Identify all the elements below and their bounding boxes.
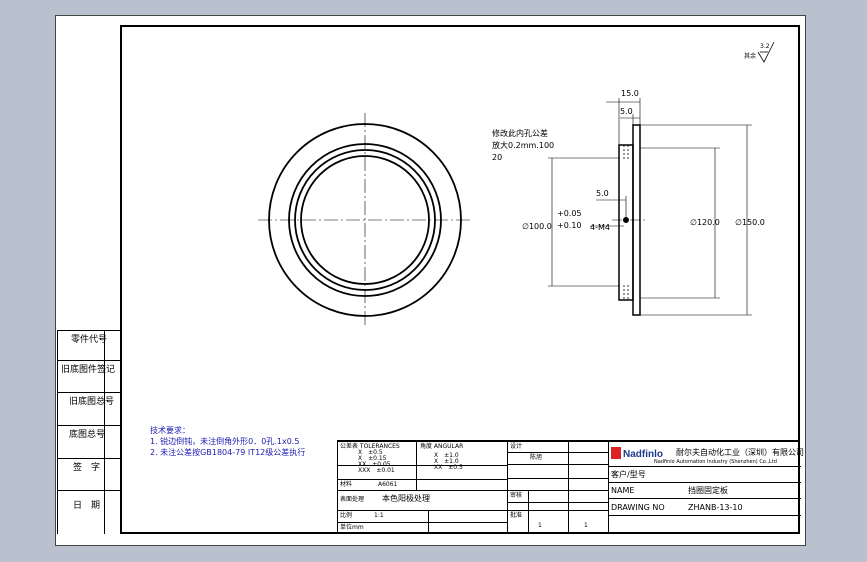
company-name: 耐尔夫自动化工业（深圳）有限公司 [676, 448, 804, 457]
roughness-label: 其余 [744, 52, 756, 60]
tech-req-line: 1. 锐边倒钝，未注倒角外形0．0孔.1x0.5 [150, 437, 300, 446]
name-label: NAME [611, 486, 635, 495]
material-value: A6061 [378, 481, 398, 488]
side-view [548, 41, 775, 316]
drawing-no: ZHANB-13-10 [688, 503, 743, 512]
dim-5a: 5.0 [620, 107, 633, 116]
qty-value: 1 [538, 522, 542, 529]
ang-row: X ±1.0 [434, 458, 459, 465]
front-view [258, 113, 472, 327]
left-row-label: 旧底图件签记 [61, 365, 116, 375]
dim-tol-low: +0.10 [557, 221, 582, 230]
left-row-label: 签 字 [73, 463, 101, 473]
unit-label: 单位 [340, 524, 353, 531]
tech-req-title: 技术要求： [150, 426, 190, 435]
technical-requirements: 技术要求： 1. 锐边倒钝，未注倒角外形0．0孔.1x0.5 2. 未注公差按G… [150, 425, 305, 458]
dim-15: 15.0 [621, 89, 639, 98]
unit-value: mm [352, 524, 364, 531]
left-row-drawing-no: 底图总号 [57, 425, 120, 455]
company-en: Nadfinlo Automation Industry (Shenzhen) … [654, 459, 777, 465]
left-row-old-drawing-no: 旧底图总号 [57, 392, 120, 422]
left-block-divider [104, 330, 121, 534]
tol-row: X ±0.15 [358, 455, 387, 462]
scale-value: 1:1 [374, 512, 384, 519]
dim-dia100: ∅100.0 [522, 222, 552, 231]
sheet-value: 1 [584, 522, 588, 529]
left-row-label: 底图总号 [69, 430, 106, 440]
finish-value: 本色阳极处理 [382, 494, 430, 503]
dim-dia150: ∅150.0 [735, 218, 765, 227]
side-note-1: 修改此内孔公差 [492, 128, 548, 138]
left-block-edge [57, 330, 58, 534]
left-row-label: 日 期 [73, 501, 101, 511]
design-label: 设计 [510, 443, 523, 450]
ang-header: 角度 ANGULAR [420, 443, 464, 450]
left-row-part-code: 零件代号 [57, 330, 120, 360]
left-row-label: 旧底图总号 [69, 397, 115, 407]
scale-label: 比例 [340, 512, 353, 519]
dim-tol-up: +0.05 [557, 209, 582, 218]
tech-req-line: 2. 未注公差按GB1804-79 IT12级公差执行 [150, 448, 306, 457]
logo-text: Nadfinlo [623, 449, 663, 460]
roughness-value: 3.2 [760, 43, 770, 50]
left-row-signature: 签 字 [57, 458, 120, 488]
tol-header: 公差表 TOLERANCES [340, 443, 400, 450]
dim-dia120: ∅120.0 [690, 218, 720, 227]
left-row-old-drawing-sign: 旧底图件签记 [57, 360, 120, 392]
finish-label: 表面处理 [340, 496, 365, 503]
side-note-3: 20 [492, 153, 502, 162]
ang-row: X ±1.0 [434, 452, 459, 459]
customer-label: 客户/型号 [611, 470, 646, 479]
dim-5b: 5.0 [596, 189, 609, 198]
dim-holes: 4-M4 [590, 223, 610, 232]
left-row-date: 日 期 [57, 490, 120, 534]
tol-row: XX ±0.05 [358, 461, 391, 468]
check-label: 审核 [510, 492, 523, 499]
side-note-2: 放大0.2mm.100 [492, 140, 554, 150]
title-block: 公差表 TOLERANCES X ±0.5 X ±0.15 XX ±0.05 X… [337, 440, 804, 532]
left-row-label: 零件代号 [71, 335, 108, 345]
drawing-sheet [55, 15, 806, 546]
ang-row: XX ±0.5 [434, 464, 463, 471]
approve-label: 批准 [510, 512, 523, 519]
material-label: 材料 [340, 481, 353, 488]
tol-row: X ±0.5 [358, 449, 383, 456]
design-value: 陈旭 [530, 454, 543, 461]
tol-row: XXX ±0.01 [358, 467, 395, 474]
drawing-frame [120, 25, 800, 534]
part-name: 挡圈固定板 [688, 486, 728, 495]
company-logo: Nadfinlo [611, 445, 669, 461]
drawing-no-label: DRAWING NO [611, 503, 665, 512]
